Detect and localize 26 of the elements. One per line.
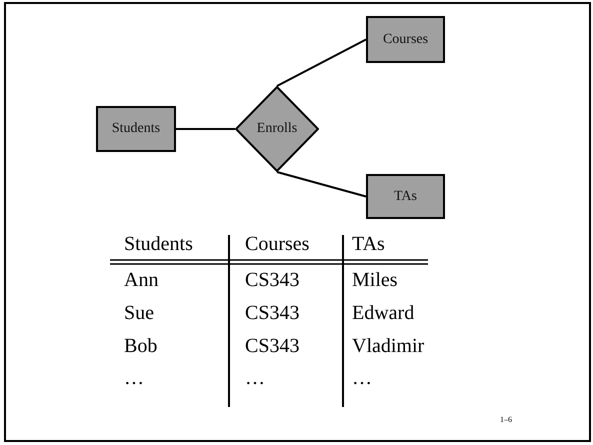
page-number: 1–6 xyxy=(500,415,512,424)
node-label: TAs xyxy=(394,188,417,204)
connector-line xyxy=(276,38,366,87)
table-cell: … xyxy=(124,366,144,390)
table-cell: Edward xyxy=(352,301,414,325)
entity-box xyxy=(366,174,445,219)
node-label: Students xyxy=(112,121,160,137)
table-cell: CS343 xyxy=(245,301,300,325)
node-label: Courses xyxy=(382,32,428,48)
column-header: Students xyxy=(124,232,193,256)
connector-line xyxy=(276,171,366,198)
column-header: Courses xyxy=(245,232,310,256)
column-header: TAs xyxy=(352,232,385,256)
table-cell: … xyxy=(245,366,265,390)
table-cell: Sue xyxy=(124,301,154,325)
table-cell: CS343 xyxy=(245,334,300,358)
table-cell: CS343 xyxy=(245,268,300,292)
entity-box xyxy=(96,106,176,152)
table-cell: Miles xyxy=(352,268,398,292)
table-cell: Vladimir xyxy=(352,334,424,358)
entity-box xyxy=(366,16,445,63)
connector-line xyxy=(176,128,235,130)
table-cell: Bob xyxy=(124,334,158,358)
table-cell: … xyxy=(352,366,372,390)
node-label: Enrolls xyxy=(256,121,298,137)
table-cell: Ann xyxy=(124,268,158,292)
